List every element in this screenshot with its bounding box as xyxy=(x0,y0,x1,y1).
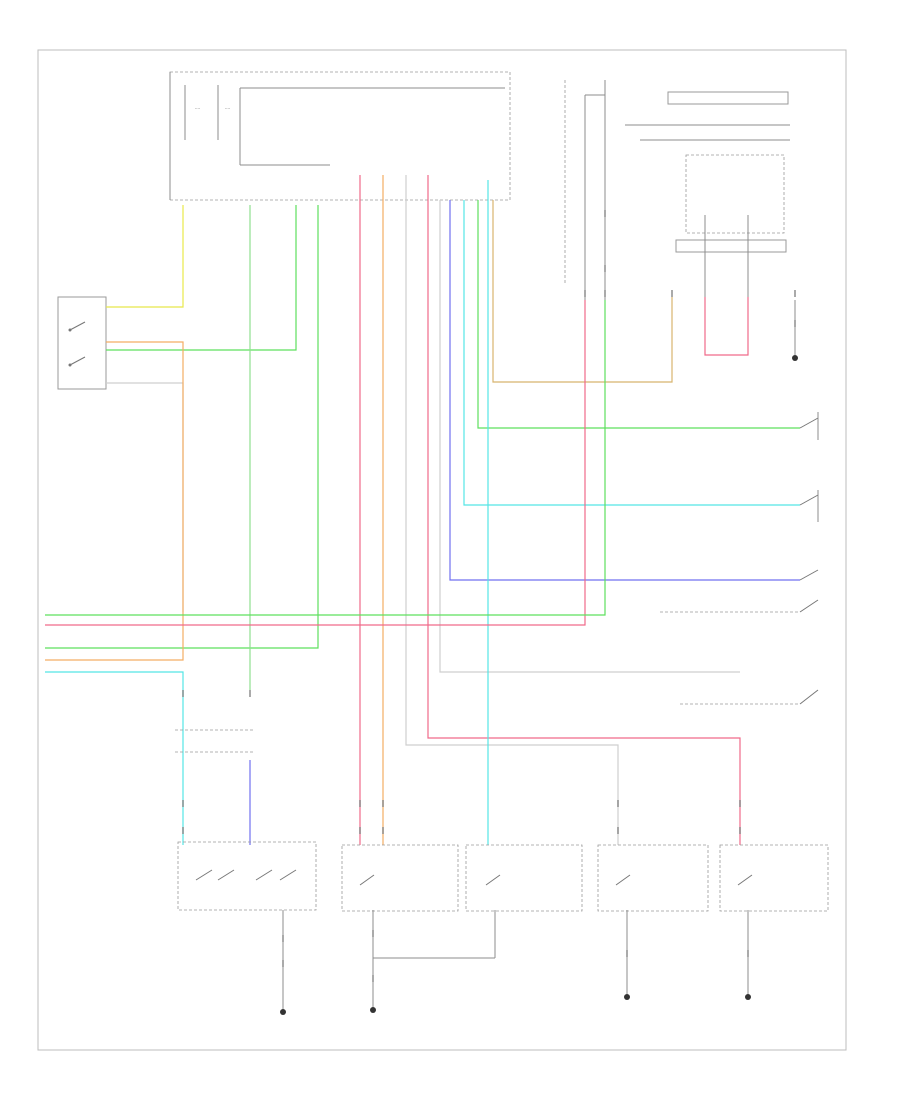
wire-yellow xyxy=(106,205,184,308)
bottom-box-2 xyxy=(341,844,459,912)
wire-green-5 xyxy=(45,300,606,616)
connector-note xyxy=(175,729,255,753)
wire-orange-1 xyxy=(45,341,184,661)
module-connector-ticks xyxy=(182,207,494,242)
ground-icon-1 xyxy=(280,1009,286,1015)
wire-blue-2 xyxy=(449,200,800,581)
svg-text:····: ···· xyxy=(225,106,230,111)
wire-green-2 xyxy=(45,205,319,649)
ground-wires xyxy=(280,910,751,1015)
lighting-module xyxy=(685,154,785,234)
bottom-box-5 xyxy=(719,844,829,912)
bottom-box-1 xyxy=(177,841,317,911)
wire-grey-2 xyxy=(405,175,619,845)
wire-cyan-2 xyxy=(463,200,800,506)
right-top-area xyxy=(564,80,798,361)
bottom-box-3 xyxy=(465,844,583,912)
wire-grey-3 xyxy=(439,200,740,673)
wire-tan xyxy=(492,200,673,383)
wire-red-4 xyxy=(704,297,749,356)
bottom-modules xyxy=(177,841,829,912)
right-switches xyxy=(660,412,819,705)
wire-red-3 xyxy=(45,300,586,626)
fuse-box-a xyxy=(667,91,789,105)
wire-green-1 xyxy=(106,205,297,351)
right-ground-icon xyxy=(792,355,798,361)
wire-cyan-1 xyxy=(45,671,184,845)
ground-icon-3 xyxy=(624,994,630,1000)
wire-grey-1 xyxy=(106,382,184,612)
wires xyxy=(45,175,800,845)
mirror-switch xyxy=(57,296,107,390)
ground-icon-4 xyxy=(745,994,751,1000)
bottom-box-4 xyxy=(597,844,709,912)
wire-green-4 xyxy=(477,200,800,429)
svg-text:····: ···· xyxy=(195,106,200,111)
ground-icon-2 xyxy=(370,1007,376,1013)
diagram-frame xyxy=(37,49,847,1051)
fuse-box-b xyxy=(675,239,787,253)
wire-red-2 xyxy=(427,175,741,845)
top-module: ···· ···· xyxy=(169,71,511,201)
